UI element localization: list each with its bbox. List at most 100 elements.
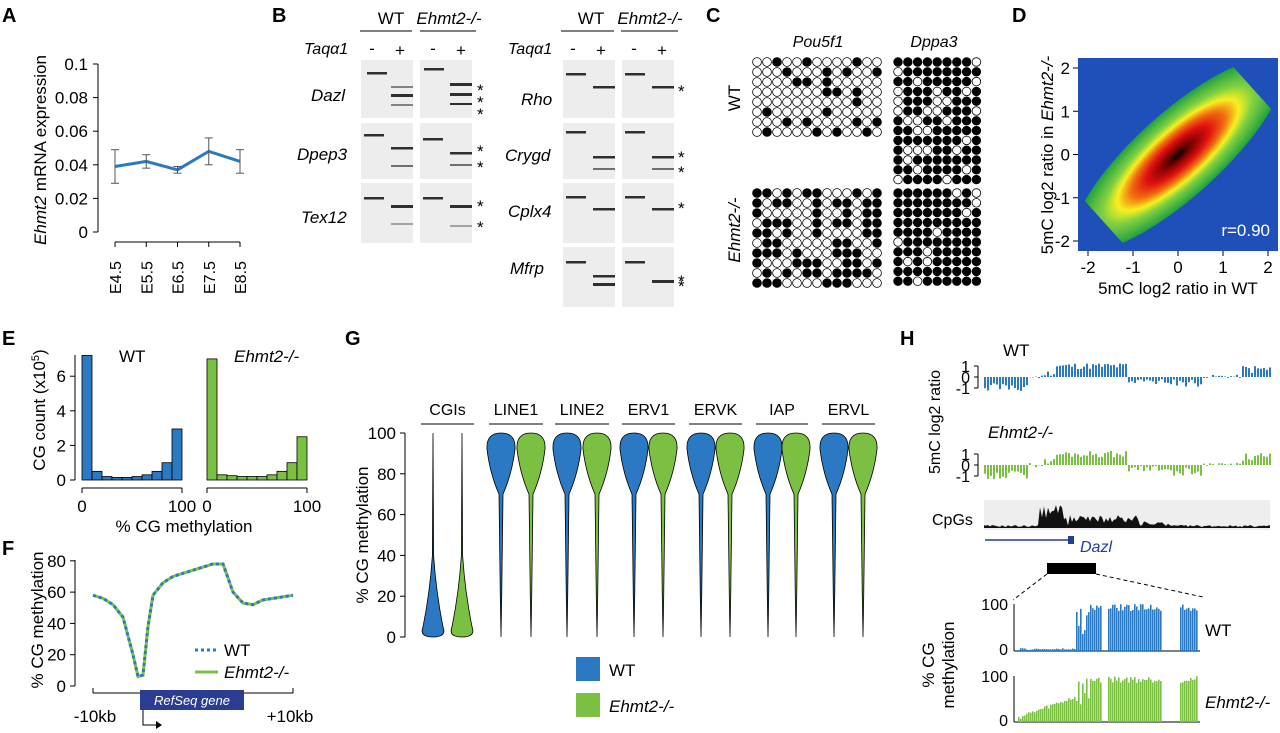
cpg-dot [802, 107, 812, 117]
cpg-dot [802, 77, 812, 87]
cpg-dot [852, 218, 862, 228]
cpg-dot [903, 256, 913, 267]
ko-ratio-bar [1029, 463, 1031, 465]
cpg-dot [872, 218, 882, 228]
ko-line [92, 562, 294, 679]
y-tick-label: 80 [47, 552, 66, 571]
cpg-dot [912, 266, 923, 277]
ko-meth-bar [1100, 682, 1102, 722]
ko-ratio-bar [1047, 463, 1049, 465]
wt-meth-bar [1118, 610, 1120, 651]
wt-ratio-bar [1110, 365, 1112, 377]
panel-a-label: A [2, 5, 16, 27]
cpg-dot [961, 247, 972, 257]
cpg-dot [852, 97, 862, 107]
cpg-dot [782, 208, 792, 218]
cpg-dot [762, 117, 772, 127]
ko-meth-bar [1126, 677, 1128, 722]
ko-meth-bar [1136, 682, 1138, 722]
wt-meth-bar [1032, 649, 1034, 651]
dazl-gene-exon [1068, 536, 1074, 544]
panel-b: B WT Ehmt2-/- Taqα1 - + - + WT Ehmt2-/- … [272, 5, 685, 307]
ko-ratio-bar [1254, 455, 1256, 465]
cpg-dot [752, 97, 762, 107]
wt-ratio-bar [1098, 363, 1100, 377]
cpg-dot [872, 188, 882, 198]
ko-ratio-bar [1248, 459, 1250, 465]
cpg-dot [942, 165, 952, 175]
cpg-dot [922, 266, 933, 277]
panel-h-meth-label-2: methylation [939, 622, 958, 709]
cpg-dot [862, 258, 872, 268]
hist-bar [91, 470, 103, 481]
cpg-dot [893, 237, 903, 247]
cpg-dot [971, 256, 982, 267]
gel-band [364, 197, 384, 200]
ko-ratio-bar [1092, 455, 1094, 465]
x-tick-label: 0 [77, 497, 86, 516]
panel-h-meth-label-1: % CG [919, 642, 938, 687]
cpg-dot [971, 57, 982, 67]
ko-meth-bar [1154, 681, 1156, 722]
cpg-dot [903, 116, 913, 126]
wt-meth-bar [1068, 649, 1070, 651]
wt-ratio-bar [1023, 377, 1025, 388]
cpg-dot [802, 258, 812, 268]
cpg-dot [782, 198, 792, 208]
ko-meth-bar [1072, 699, 1074, 722]
wt-ratio-bar [1134, 377, 1136, 384]
y-tick-label: 1 [1061, 102, 1070, 121]
wt-meth-bar [1090, 604, 1092, 651]
cpg-dot [912, 247, 923, 257]
cpg-dot [872, 57, 882, 67]
x-tick-label: 100 [293, 497, 321, 516]
cpg-dot [952, 135, 962, 146]
hist-bar [131, 476, 143, 481]
cpg-dot [862, 117, 872, 127]
cpg-dot [971, 237, 982, 247]
wt-ratio-bar [1005, 377, 1007, 386]
cpg-dot [852, 228, 862, 238]
cpg-dot [792, 127, 802, 137]
cpg-dot [772, 278, 782, 288]
wt-meth-bar [1138, 610, 1140, 651]
y-tick-label: 60 [377, 506, 396, 525]
wt-meth-bar [1126, 604, 1128, 651]
cpg-dot [952, 125, 962, 136]
star: * [678, 82, 685, 101]
cpg-dot [802, 218, 812, 228]
y-tick-label: 0 [57, 677, 66, 696]
cpg-dot [832, 188, 842, 198]
cpg-dot [792, 107, 802, 117]
wt-meth-bar [1082, 633, 1084, 651]
wt-meth-bar [1088, 612, 1090, 651]
wt-meth-bar [1158, 608, 1160, 651]
cpg-dot [752, 107, 762, 117]
cpg-dot [812, 268, 822, 278]
cpg-dot [822, 208, 832, 218]
cpgs-label: CpGs [932, 512, 973, 529]
heatmap-density [1073, 59, 1280, 251]
cpg-dot [872, 97, 882, 107]
cpg-dot [862, 238, 872, 248]
y-tick-label: 80 [377, 465, 396, 484]
ko-ratio-bar [1212, 463, 1214, 465]
dazl-gene-label: Dazl [1080, 539, 1112, 556]
cpg-dot [812, 127, 822, 137]
panel-g-label: G [345, 328, 361, 350]
cpg-dot [772, 67, 782, 77]
cpg-dot [852, 67, 862, 77]
gel-band [450, 205, 472, 208]
ko-ratio-bar [1245, 453, 1247, 465]
wt-ratio-bar [1113, 364, 1115, 377]
cpg-dot [971, 125, 982, 136]
ko-meth-bar [1064, 700, 1066, 722]
cpg-dot [942, 256, 952, 267]
cpg-dot [942, 125, 952, 136]
panel-h-wt: WT [1003, 341, 1029, 360]
cpg-dot [822, 228, 832, 238]
y-tick-label: 0 [79, 223, 88, 242]
ko-meth-bar [1130, 677, 1132, 722]
cpg-dot [942, 116, 952, 126]
cpg-dot [961, 207, 972, 218]
